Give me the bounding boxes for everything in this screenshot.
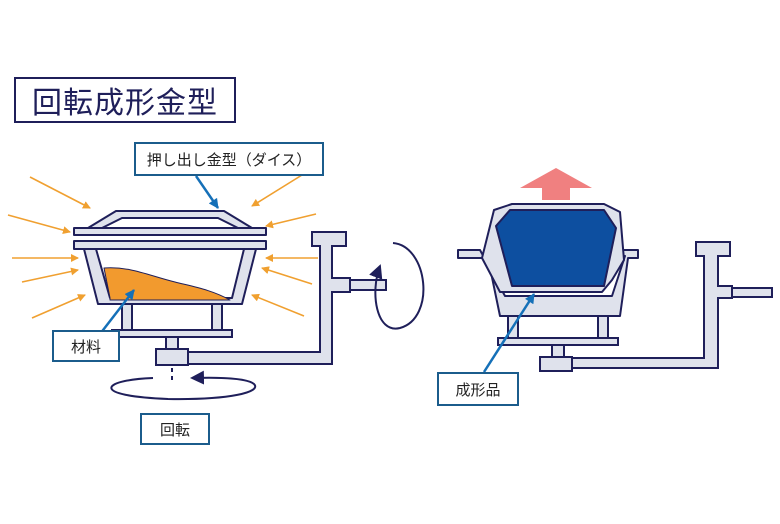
- support-arm: [571, 241, 733, 369]
- material: [103, 267, 231, 301]
- stand-plate: [497, 337, 619, 346]
- lower-flange: [73, 240, 267, 250]
- stand-leg: [211, 303, 223, 331]
- stand-leg: [597, 315, 609, 339]
- label-material: 材料: [52, 330, 120, 362]
- shaft-neck: [165, 336, 179, 350]
- vertical-rotation-arrow: [369, 242, 425, 330]
- shaft-neck: [551, 344, 565, 358]
- shaft-hub: [539, 356, 573, 372]
- shaft-hub: [155, 348, 189, 366]
- arm-rod: [731, 287, 773, 298]
- material-pointer: [99, 289, 135, 335]
- label-die: 押し出し金型（ダイス）: [134, 142, 324, 176]
- pointers: [99, 175, 536, 373]
- heat-arrow: [251, 174, 303, 207]
- heat-arrow: [7, 214, 71, 235]
- left-rotation-indicators: [110, 242, 425, 401]
- label-rotation: 回転: [140, 413, 210, 445]
- horizontal-rotation-arrow: [110, 370, 257, 401]
- support-arm: [187, 231, 351, 365]
- label-product: 成形品: [437, 372, 519, 406]
- right-stand: [497, 241, 773, 372]
- eject-arrow: [520, 168, 592, 200]
- stand-leg: [121, 303, 133, 331]
- heat-arrow: [261, 266, 313, 285]
- die-pointer: [194, 175, 220, 209]
- heat-arrow: [251, 293, 305, 317]
- left-stand: [111, 231, 387, 366]
- molded-product: [495, 209, 617, 287]
- mold-lid: [73, 227, 267, 236]
- product-pointer: [482, 293, 536, 373]
- right-mold: [457, 203, 639, 317]
- heat-arrow: [21, 267, 79, 283]
- page-title: 回転成形金型: [14, 77, 236, 123]
- stand-plate: [111, 329, 233, 338]
- heat-arrow: [265, 213, 317, 229]
- left-mold: [73, 210, 267, 305]
- heat-arrow: [31, 294, 86, 319]
- lid-dome: [87, 210, 253, 229]
- arm-rod: [349, 279, 387, 291]
- heat-arrows: [7, 174, 318, 319]
- heat-arrow: [29, 176, 91, 209]
